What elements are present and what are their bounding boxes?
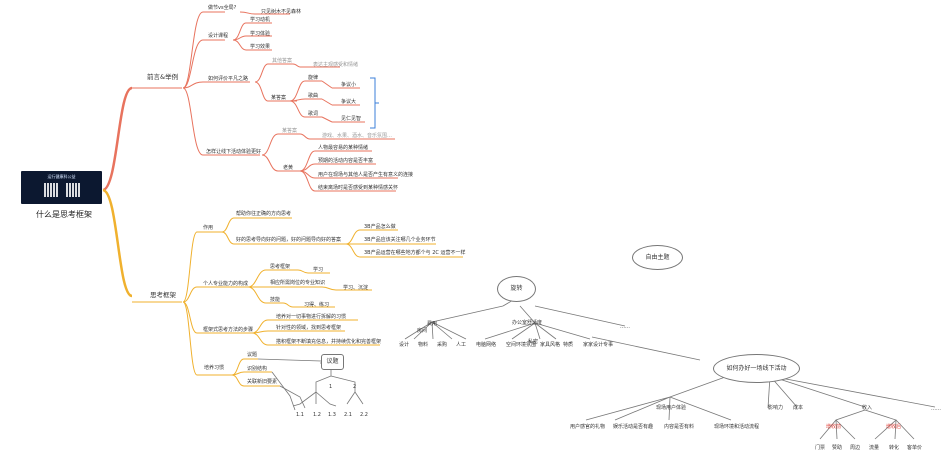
node-structure[interactable]: 识别结构: [247, 366, 268, 372]
node-income[interactable]: 收入: [862, 405, 873, 411]
node-opinions[interactable]: 见仁见智: [341, 116, 362, 122]
qr-code-icon: [44, 183, 58, 197]
node-connection[interactable]: 用户在现场与其他人是否产生有意义的连接: [318, 172, 414, 178]
node-some-answer-2[interactable]: 某答案: [282, 128, 298, 134]
node-good-thinking[interactable]: 好的思考导向好的问题，好的问题导向好的答案: [236, 237, 342, 243]
node-offline-event[interactable]: 怎样让线下活动体验更好: [206, 149, 262, 155]
node-influence[interactable]: 影响力: [768, 405, 784, 411]
node-laohuang[interactable]: 老黄: [283, 165, 294, 171]
node-ux[interactable]: 现场用户体验: [656, 405, 687, 411]
tree-node-1-3[interactable]: 1.3: [328, 412, 336, 418]
tree-node-2-2[interactable]: 2.2: [360, 412, 368, 418]
leaf-conversion[interactable]: 转化: [889, 445, 900, 451]
leaf-gift[interactable]: 用户感官的礼物: [570, 424, 606, 430]
root-topic[interactable]: 什么是思考框架: [36, 210, 92, 219]
leaf-private-note[interactable]: 私密: [528, 339, 539, 345]
node-3b-focus[interactable]: 3B产品应该关注哪几个业务环节: [364, 237, 436, 243]
branch-framework[interactable]: 思考框架: [150, 291, 176, 299]
leaf-material[interactable]: 物料: [418, 342, 429, 348]
node-steps[interactable]: 框架式思考方法的步骤: [203, 327, 254, 333]
branch-intro[interactable]: 前言&举例: [147, 73, 179, 81]
node-evaluate-song[interactable]: 如何评价平凡之路: [208, 76, 249, 82]
leaf-purchase[interactable]: 采购: [437, 342, 448, 348]
tree-node-2[interactable]: 2: [353, 384, 357, 390]
leaf-network[interactable]: 电脑网络: [476, 342, 497, 348]
node-some-answer[interactable]: 某答案: [271, 95, 287, 101]
node-habit[interactable]: 培养习惯: [204, 365, 225, 371]
tree-node-1-1[interactable]: 1.1: [296, 412, 304, 418]
node-more-1[interactable]: ……: [620, 324, 630, 330]
node-lyrics[interactable]: 歌词: [308, 111, 319, 117]
node-room[interactable]: 房间: [417, 328, 428, 334]
node-emotion[interactable]: 人物最容易的某种情绪: [318, 145, 369, 151]
node-learn-accumulate[interactable]: 学习、沉淀: [343, 285, 369, 291]
leaf-furniture[interactable]: 家具风格: [540, 342, 561, 348]
node-detail-vs-global[interactable]: 做节vs全局?: [208, 5, 237, 11]
node-practice[interactable]: 习得、练习: [304, 302, 330, 308]
node-more-2[interactable]: ……: [931, 406, 941, 412]
node-big-dispute[interactable]: 争议大: [341, 99, 357, 105]
root-image-caption: 运行健康科公益: [47, 174, 76, 179]
node-3b-how[interactable]: 3B产品怎么做: [364, 224, 396, 230]
qr-code-icon: [66, 183, 80, 197]
node-motivation[interactable]: 学习动机: [250, 17, 271, 23]
node-design-course[interactable]: 设计课程: [208, 33, 229, 39]
node-knowledge[interactable]: 相应所需岗位的专业知识: [270, 280, 326, 286]
node-income-before[interactable]: 增收前: [826, 424, 842, 430]
node-right-direction[interactable]: 帮助你往正确的方向思考: [236, 211, 292, 217]
node-melody[interactable]: 旋律: [308, 75, 319, 81]
node-forest[interactable]: 只见树木不见森林: [261, 9, 302, 15]
node-effect[interactable]: 学习效果: [250, 44, 271, 50]
tree-node-1[interactable]: 1: [329, 384, 333, 390]
node-income-after[interactable]: 增收后: [886, 424, 902, 430]
node-ability[interactable]: 个人专业能力的构成: [203, 281, 249, 287]
question-ellipse[interactable]: 如何办好一场线下活动: [713, 354, 800, 383]
node-thinking-frame[interactable]: 思考框架: [270, 264, 291, 270]
node-experience[interactable]: 学习体验: [250, 31, 271, 37]
leaf-content[interactable]: 内容是否有料: [664, 424, 695, 430]
node-other-answer[interactable]: 其他答案: [272, 58, 293, 64]
node-learn[interactable]: 学习: [313, 267, 324, 273]
leaf-flow[interactable]: 现场环境和活动流程: [714, 424, 760, 430]
node-singing[interactable]: 歌曲: [308, 93, 319, 99]
node-office[interactable]: 办公室舒适度: [512, 320, 543, 326]
node-cost[interactable]: 费用: [427, 321, 438, 327]
tree-node-2-1[interactable]: 2.1: [344, 412, 352, 418]
node-function[interactable]: 作用: [203, 225, 214, 231]
node-3b-diff[interactable]: 3B产品运营在哪些地方都个与 2C 运营不一样: [364, 250, 466, 256]
node-games[interactable]: 游戏、水果、酒水、音乐氛围…: [322, 133, 393, 139]
node-care[interactable]: 结束离场时是否感受到某种情感关怀: [318, 185, 399, 191]
leaf-traffic[interactable]: 流量: [869, 445, 880, 451]
node-skill[interactable]: 技能: [270, 297, 281, 303]
leaf-home-design[interactable]: 家家设计专事: [583, 342, 614, 348]
node-content[interactable]: 预期的活动内容是否丰富: [318, 158, 374, 164]
leaf-ticket[interactable]: 门票: [815, 445, 826, 451]
node-step-3[interactable]: 搭积框架不断填充信息，并持续优化和完善框架: [276, 339, 382, 345]
rotate-ellipse[interactable]: 旋转: [497, 276, 536, 302]
node-subjective[interactable]: 表达主观感受和情绪: [313, 62, 359, 68]
float-topic-box[interactable]: 议题: [321, 354, 344, 370]
leaf-trait[interactable]: 特质: [563, 342, 574, 348]
node-step-2[interactable]: 针对性的领域，找到思考框架: [276, 325, 342, 331]
node-new-old[interactable]: 关联新旧要素: [247, 379, 278, 385]
node-budget[interactable]: 成本: [793, 405, 804, 411]
leaf-labor[interactable]: 人工: [456, 342, 467, 348]
leaf-design[interactable]: 设计: [399, 342, 410, 348]
leaf-space[interactable]: 空间环境氛围: [506, 342, 537, 348]
tree-node-1-2[interactable]: 1.2: [313, 412, 321, 418]
free-topic-ellipse[interactable]: 自由主题: [632, 245, 683, 270]
leaf-sponsor[interactable]: 赞助: [832, 445, 843, 451]
node-step-1[interactable]: 培养对一切事物进行拆解的习惯: [276, 314, 347, 320]
node-topic[interactable]: 议题: [247, 352, 258, 358]
leaf-merch[interactable]: 周边: [850, 445, 861, 451]
node-small-dispute[interactable]: 争议小: [341, 82, 357, 88]
root-image: 运行健康科公益: [21, 171, 102, 204]
leaf-aov[interactable]: 客单价: [907, 445, 923, 451]
leaf-fun[interactable]: 娱乐活动是否有趣: [613, 424, 654, 430]
